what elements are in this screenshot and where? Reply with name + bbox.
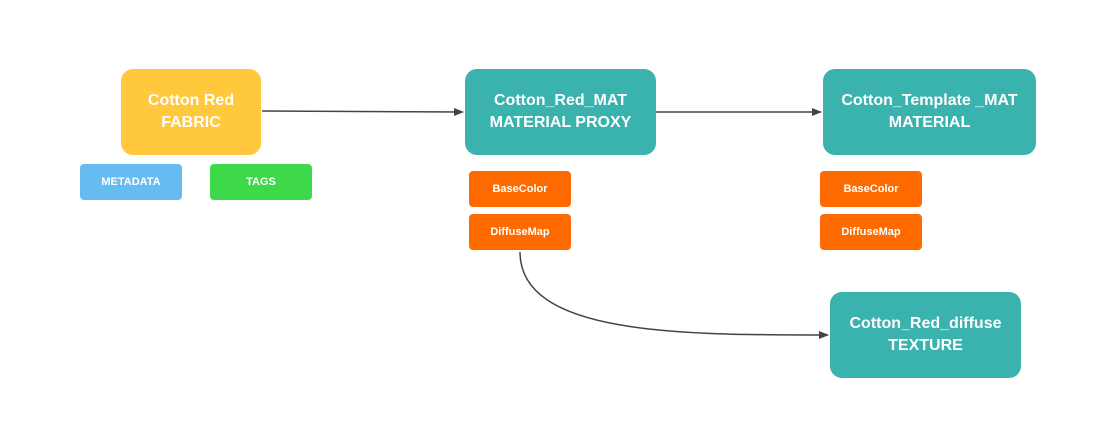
material-proxy-node-name: Cotton_Red_MAT [493,92,628,109]
material-attribute-diffusemap-label: DiffuseMap [841,226,901,238]
tags-chip-label: TAGS [246,176,276,188]
material-node-type: MATERIAL [888,114,971,131]
metadata-chip[interactable]: METADATA [80,164,182,200]
edge-diffusemap-to-texture [519,251,829,339]
proxy-attribute-basecolor[interactable]: BaseColor [469,171,571,207]
fabric-node[interactable]: Cotton Red FABRIC [121,69,261,155]
edge-fabric-to-material-proxy [261,107,464,116]
texture-node-name: Cotton_Red_diffuse [849,315,1002,332]
material-proxy-node[interactable]: Cotton_Red_MAT MATERIAL PROXY [465,69,656,155]
material-attribute-diffusemap[interactable]: DiffuseMap [820,214,922,250]
texture-node-type: TEXTURE [888,337,963,354]
material-attribute-basecolor[interactable]: BaseColor [820,171,922,207]
material-node[interactable]: Cotton_Template _MAT MATERIAL [823,69,1036,155]
metadata-chip-label: METADATA [101,176,161,188]
material-node-name: Cotton_Template _MAT [841,92,1018,109]
material-attribute-basecolor-label: BaseColor [843,183,899,195]
fabric-node-name: Cotton Red [147,92,235,109]
texture-node[interactable]: Cotton_Red_diffuse TEXTURE [830,292,1021,378]
tags-chip[interactable]: TAGS [210,164,312,200]
proxy-attribute-basecolor-label: BaseColor [492,183,548,195]
material-proxy-node-type: MATERIAL PROXY [489,114,632,131]
fabric-node-type: FABRIC [161,114,221,131]
proxy-attribute-diffusemap-label: DiffuseMap [490,226,550,238]
proxy-attribute-diffusemap[interactable]: DiffuseMap [469,214,571,250]
